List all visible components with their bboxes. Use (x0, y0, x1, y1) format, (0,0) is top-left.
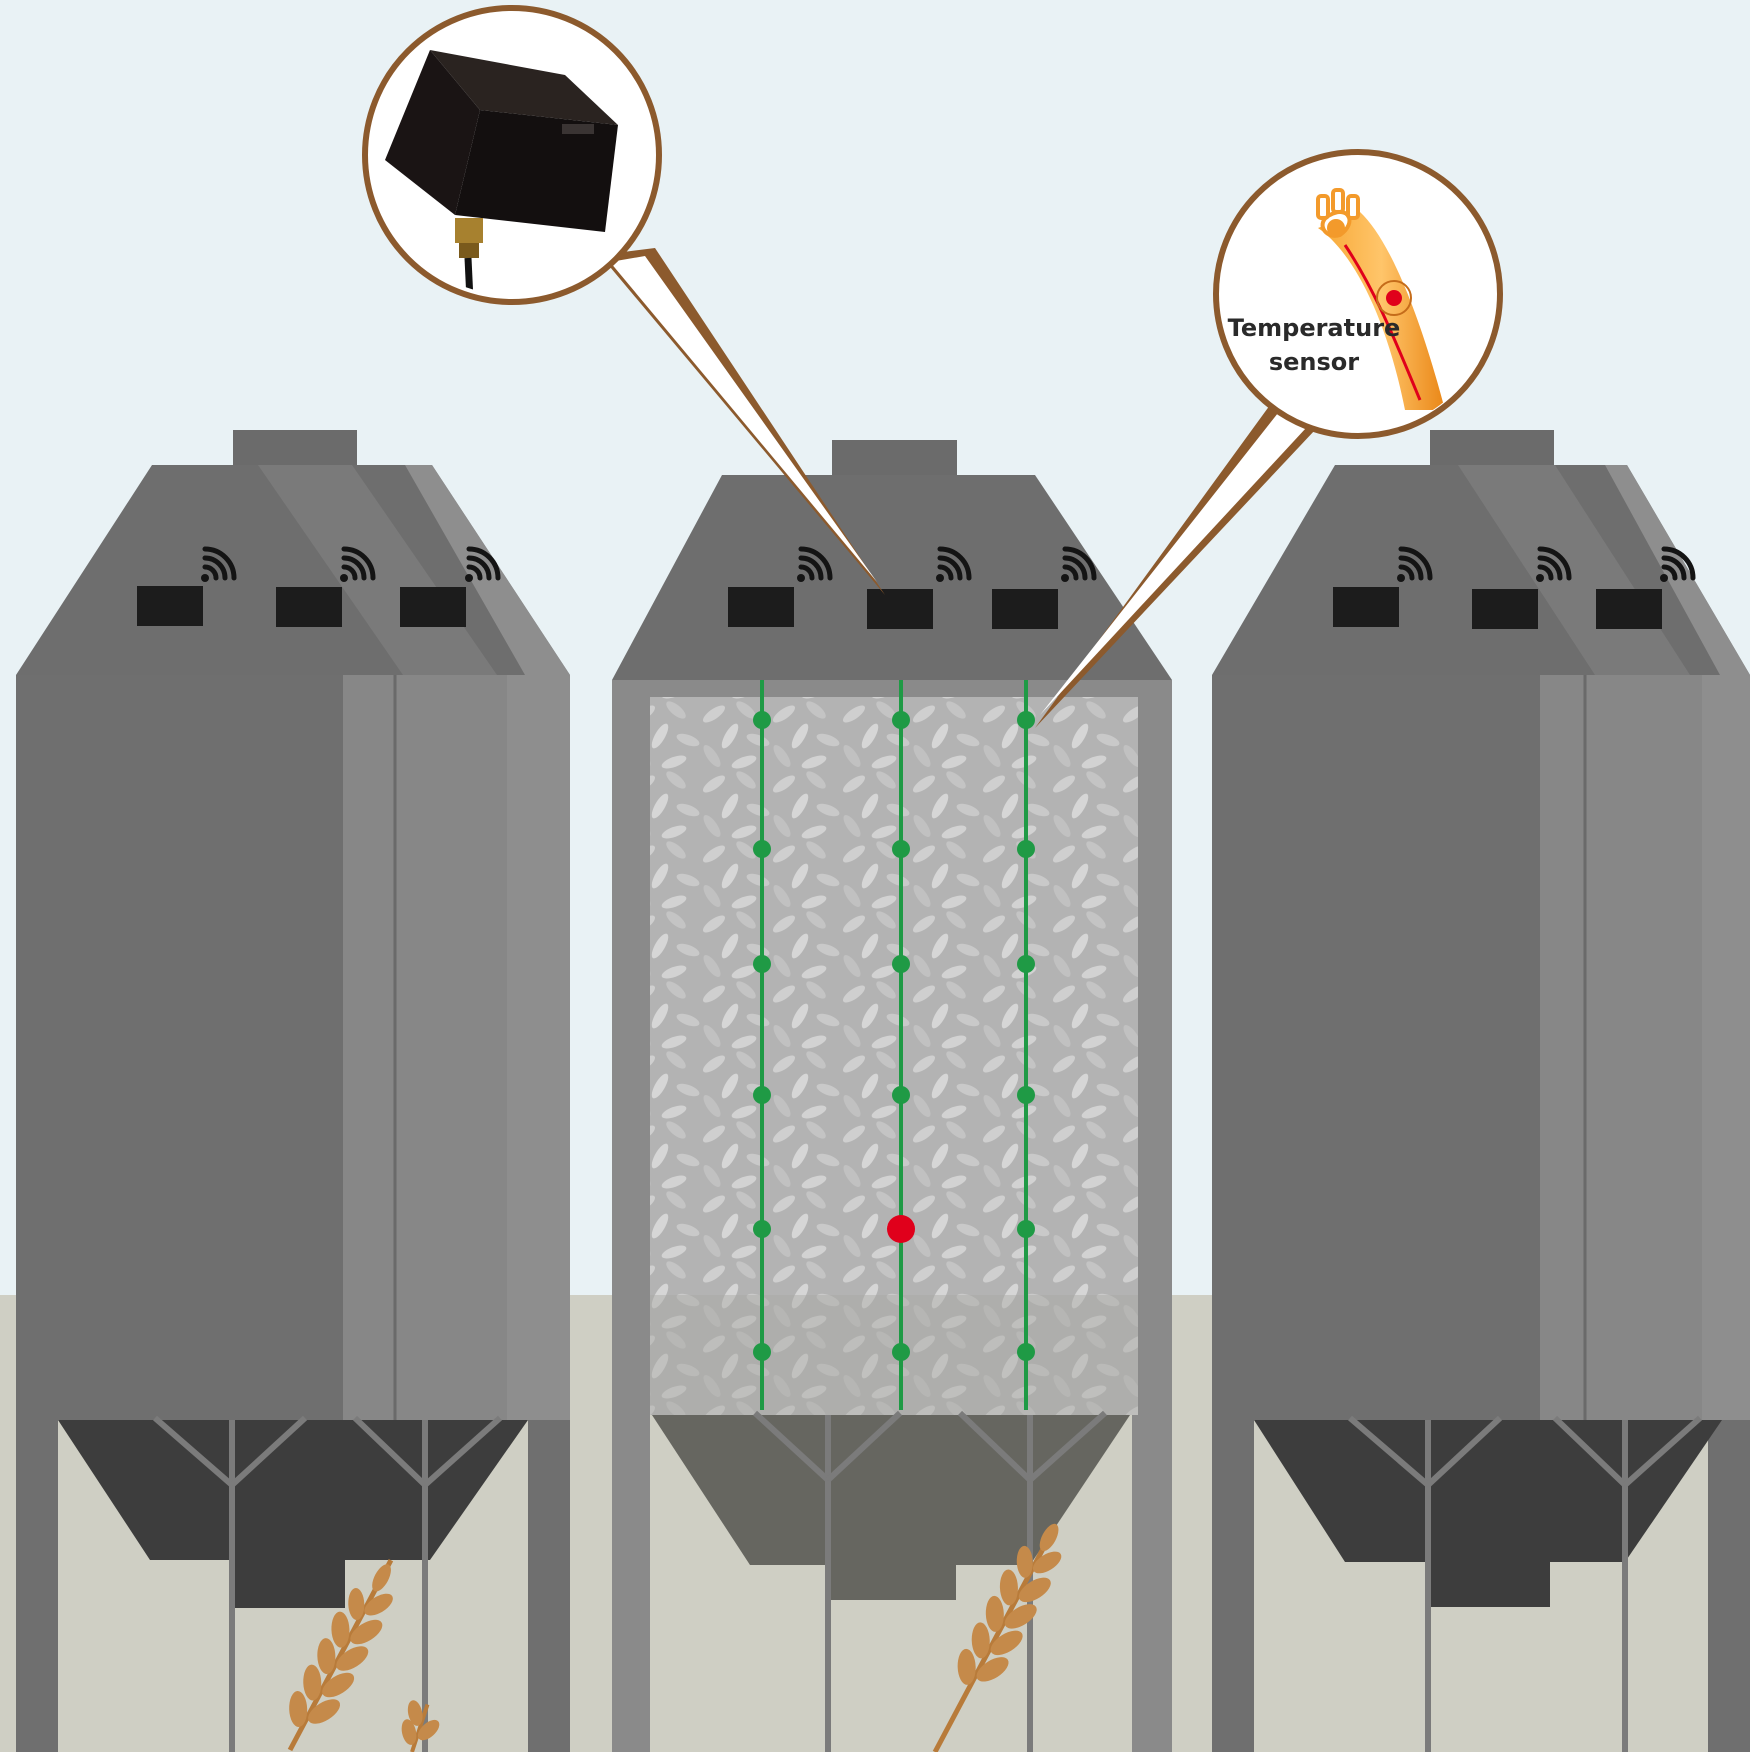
sensor-node (1017, 1343, 1035, 1361)
silo-cap (832, 440, 957, 476)
left-silo (16, 430, 570, 1752)
sensor-nodes (753, 711, 1035, 1361)
grain-fill (650, 697, 1138, 1415)
wireless-sensor-box (400, 587, 466, 627)
wifi-icon (340, 546, 376, 582)
sensor-node (1017, 1086, 1035, 1104)
wifi-icon (1397, 546, 1433, 582)
temperature-cables (760, 680, 1028, 1410)
sensor-node (753, 1343, 771, 1361)
wifi-icon (1061, 546, 1097, 582)
sensor-node (892, 1343, 910, 1361)
sensor-node (753, 955, 771, 973)
sensor-node (753, 840, 771, 858)
wifi-icon (1536, 546, 1572, 582)
sensor-node (753, 1220, 771, 1238)
sensor-node (1017, 840, 1035, 858)
sensor-node (1017, 955, 1035, 973)
silo-cap (1430, 430, 1554, 468)
hopper-supports (153, 1415, 502, 1752)
sensor-node (753, 711, 771, 729)
silo-hopper (1254, 1420, 1722, 1562)
silo-hopper (652, 1415, 1130, 1565)
hopper-supports (1348, 1415, 1702, 1752)
sensor-node (1017, 711, 1035, 729)
silo-cap (233, 430, 357, 468)
temperature-sensor-label-line1: Temperature (1228, 314, 1401, 342)
wireless-sensor-box (276, 587, 342, 627)
callout-circle (1213, 149, 1503, 439)
sensor-node (892, 955, 910, 973)
wifi-icon (465, 546, 501, 582)
wifi-icon (201, 546, 237, 582)
temperature-sensor-label-line2: sensor (1269, 348, 1359, 376)
silo-hopper (58, 1420, 528, 1560)
sensor-node (892, 840, 910, 858)
wireless-sensor-box (1333, 587, 1399, 627)
wifi-icon (1660, 546, 1696, 582)
wheat-icon (287, 1558, 394, 1752)
sensor-node (1017, 1220, 1035, 1238)
wireless-sensor-box (992, 589, 1058, 629)
sensor-node (892, 1086, 910, 1104)
sensor-device-callout (362, 5, 885, 595)
wireless-sensor-box (1596, 589, 1662, 629)
alert-point (1386, 290, 1402, 306)
sensor-device-icon (385, 50, 618, 295)
wifi-icon (797, 546, 833, 582)
center-silo-cutaway (612, 440, 1172, 1752)
temperature-sensor-callout: Temperature sensor (1035, 149, 1503, 728)
wifi-icon (936, 546, 972, 582)
wifi-icons (201, 546, 1696, 582)
wheat-icon (401, 1700, 440, 1752)
wireless-sensor-box (1472, 589, 1538, 629)
wheat-icon (932, 1523, 1062, 1752)
wireless-sensor-box (728, 587, 794, 627)
alert-sensor-node (887, 1215, 915, 1243)
wireless-sensor-box (867, 589, 933, 629)
sensor-node (753, 1086, 771, 1104)
sensor-node (892, 711, 910, 729)
wireless-sensor-box (137, 586, 203, 626)
right-silo (1212, 430, 1750, 1752)
temperature-cable-icon (1316, 188, 1445, 410)
